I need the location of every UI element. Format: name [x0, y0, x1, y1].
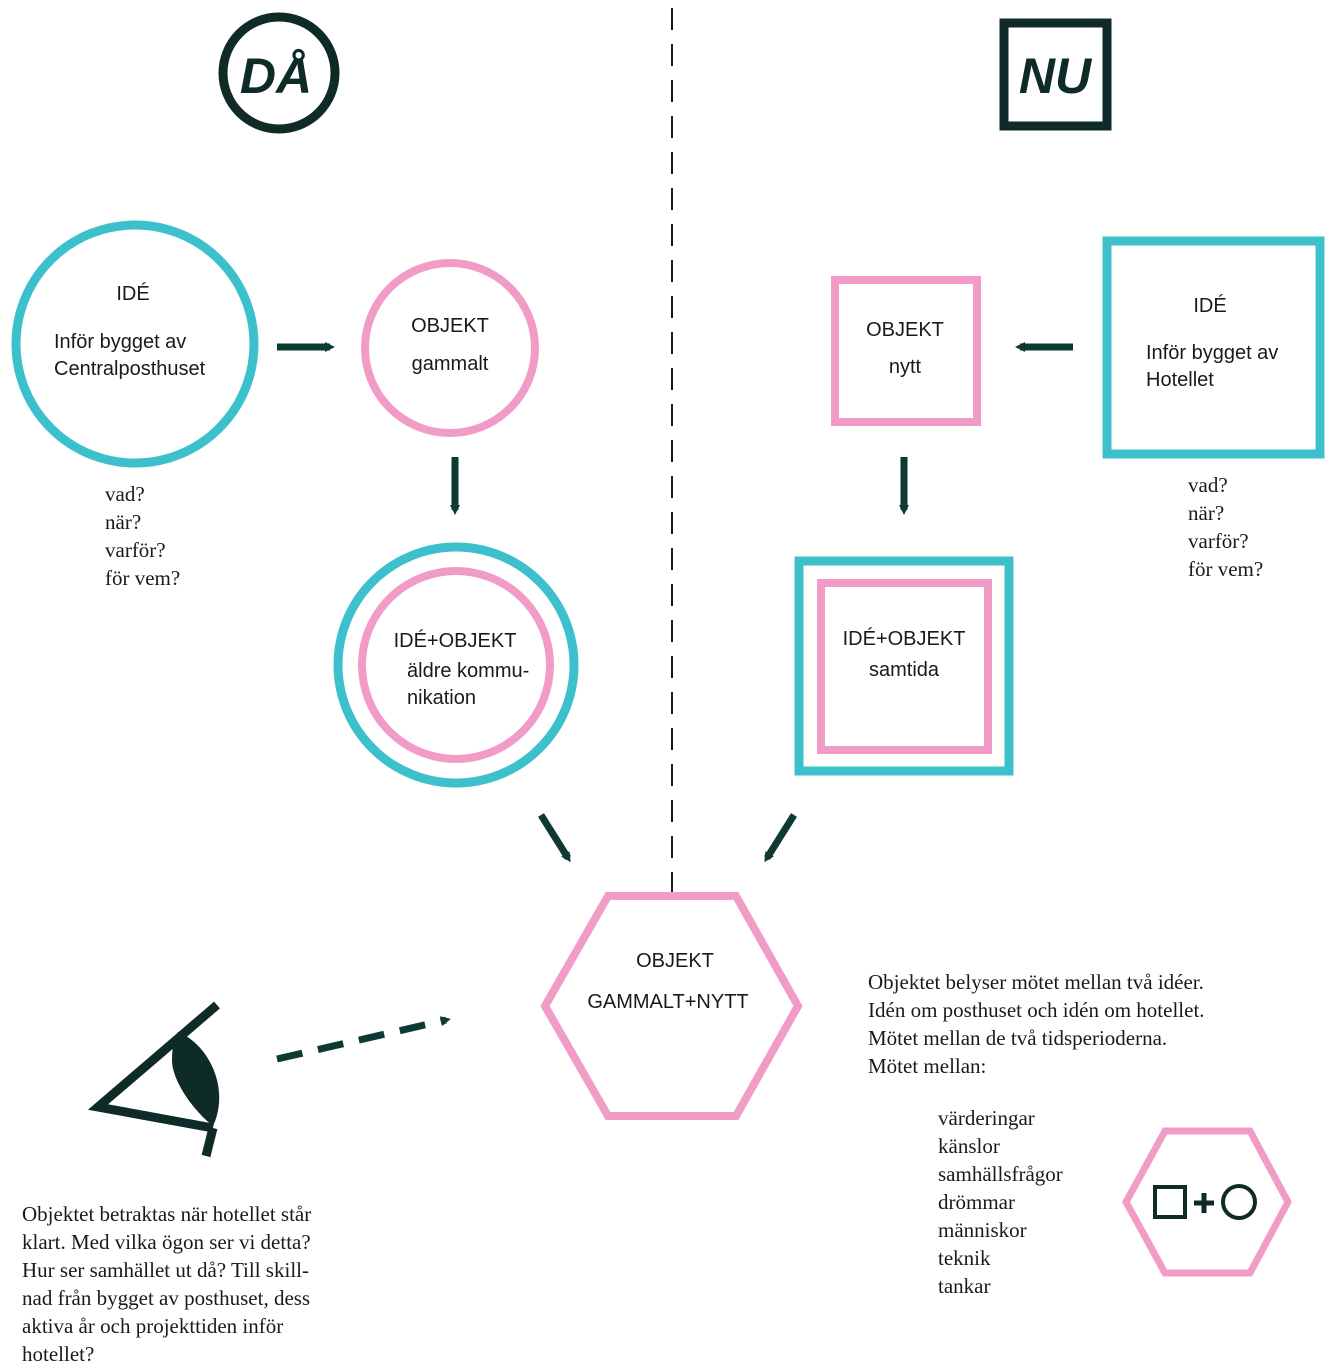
- then-idea-title: IDÉ: [116, 282, 149, 305]
- meeting-line: Mötet mellan:: [868, 1054, 986, 1078]
- then-question: varför?: [105, 538, 166, 562]
- then-combined-node: IDÉ+OBJEKT äldre kommu- nikation: [333, 542, 579, 788]
- result-hexagon: [540, 892, 803, 1120]
- meeting-list-item: känslor: [938, 1134, 1000, 1158]
- eye-icon: [87, 1001, 220, 1158]
- arrow-viewer-to-result: [276, 1016, 451, 1063]
- result-node: OBJEKT GAMMALT+NYTT: [540, 892, 803, 1120]
- then-question: för vem?: [105, 566, 180, 590]
- now-combined-sub: samtida: [869, 659, 940, 681]
- now-idea-node: IDÉ Inför bygget av Hotellet: [1102, 236, 1325, 459]
- now-combined-title: IDÉ+OBJEKT: [843, 627, 966, 650]
- now-questions: vad? när? varför? för vem?: [1188, 473, 1263, 581]
- heading-then-circle: [218, 12, 340, 134]
- heading-now-square: [999, 18, 1112, 131]
- eye-lower-lid: [201, 1126, 218, 1158]
- then-object-title: OBJEKT: [411, 315, 489, 337]
- arrow-then-to-result: [538, 813, 571, 863]
- small-hexagon: [1122, 1127, 1292, 1277]
- now-idea-line2: Hotellet: [1146, 369, 1214, 391]
- now-question: varför?: [1188, 529, 1249, 553]
- then-object-circle: [361, 259, 539, 437]
- then-idea-line1: Inför bygget av: [54, 331, 186, 353]
- then-object-sub: gammalt: [412, 353, 489, 375]
- now-idea-line1: Inför bygget av: [1146, 342, 1278, 364]
- meeting-list-item: teknik: [938, 1246, 991, 1270]
- now-idea-square: [1102, 236, 1325, 459]
- now-object-title: OBJEKT: [866, 319, 944, 341]
- meeting-list: värderingar känslor samhällsfrågor drömm…: [938, 1106, 1063, 1298]
- now-combined-node: IDÉ+OBJEKT samtida: [794, 556, 1014, 776]
- result-sub: GAMMALT+NYTT: [587, 991, 748, 1013]
- then-combined-inner-circle: [358, 567, 554, 763]
- heading-then: DÅ: [218, 12, 340, 134]
- then-question: när?: [105, 510, 141, 534]
- now-question: vad?: [1188, 473, 1228, 497]
- then-idea-line2: Centralposthuset: [54, 358, 206, 380]
- now-object-square: [831, 276, 981, 426]
- viewer-line: hotellet?: [22, 1342, 94, 1365]
- now-idea-title: IDÉ: [1193, 294, 1226, 317]
- meeting-paragraph: Objektet belyser mötet mellan två idéer.…: [868, 970, 1205, 1078]
- meeting-list-item: samhällsfrågor: [938, 1162, 1063, 1186]
- now-object-sub: nytt: [889, 356, 922, 378]
- meeting-list-item: värderingar: [938, 1106, 1035, 1130]
- viewer-line: nad från bygget av posthuset, dess: [22, 1286, 310, 1310]
- heading-then-text: DÅ: [240, 48, 312, 104]
- then-combined-outer-circle: [333, 542, 579, 788]
- then-questions: vad? när? varför? för vem?: [105, 482, 180, 590]
- eye-iris: [172, 1032, 220, 1126]
- viewer-line: aktiva år och projekttiden inför: [22, 1314, 283, 1338]
- square-plus-circle-icon: [1122, 1127, 1292, 1277]
- meeting-list-item: tankar: [938, 1274, 990, 1298]
- now-question: när?: [1188, 501, 1224, 525]
- meeting-list-item: drömmar: [938, 1190, 1015, 1214]
- viewer-paragraph: Objektet betraktas när hotellet står kla…: [22, 1202, 311, 1365]
- meeting-line: Objektet belyser mötet mellan två idéer.: [868, 970, 1204, 994]
- small-circle-icon: [1221, 1184, 1257, 1220]
- viewer-line: Hur ser samhället ut då? Till skill-: [22, 1258, 309, 1282]
- now-object-node: OBJEKT nytt: [831, 276, 981, 426]
- result-title: OBJEKT: [636, 950, 714, 972]
- now-combined-inner-square: [817, 579, 992, 754]
- then-combined-line1: äldre kommu-: [407, 660, 529, 682]
- arrow-now-to-result: [764, 813, 797, 863]
- now-combined-outer-square: [794, 556, 1014, 776]
- viewer-line: klart. Med vilka ögon ser vi detta?: [22, 1230, 311, 1254]
- then-combined-line2: nikation: [407, 687, 476, 709]
- then-object-node: OBJEKT gammalt: [361, 259, 539, 437]
- meeting-line: Mötet mellan de två tidsperioderna.: [868, 1026, 1167, 1050]
- heading-now: NU: [999, 18, 1112, 131]
- meeting-list-item: människor: [938, 1218, 1027, 1242]
- meeting-line: Idén om posthuset och idén om hotellet.: [868, 998, 1205, 1022]
- viewer-line: Objektet betraktas när hotellet står: [22, 1202, 311, 1226]
- then-idea-node: IDÉ Inför bygget av Centralposthuset: [11, 220, 259, 468]
- then-combined-title: IDÉ+OBJEKT: [394, 629, 517, 652]
- heading-now-text: NU: [1019, 48, 1093, 104]
- small-square-icon: [1153, 1185, 1187, 1219]
- then-question: vad?: [105, 482, 145, 506]
- now-question: för vem?: [1188, 557, 1263, 581]
- then-idea-circle: [11, 220, 259, 468]
